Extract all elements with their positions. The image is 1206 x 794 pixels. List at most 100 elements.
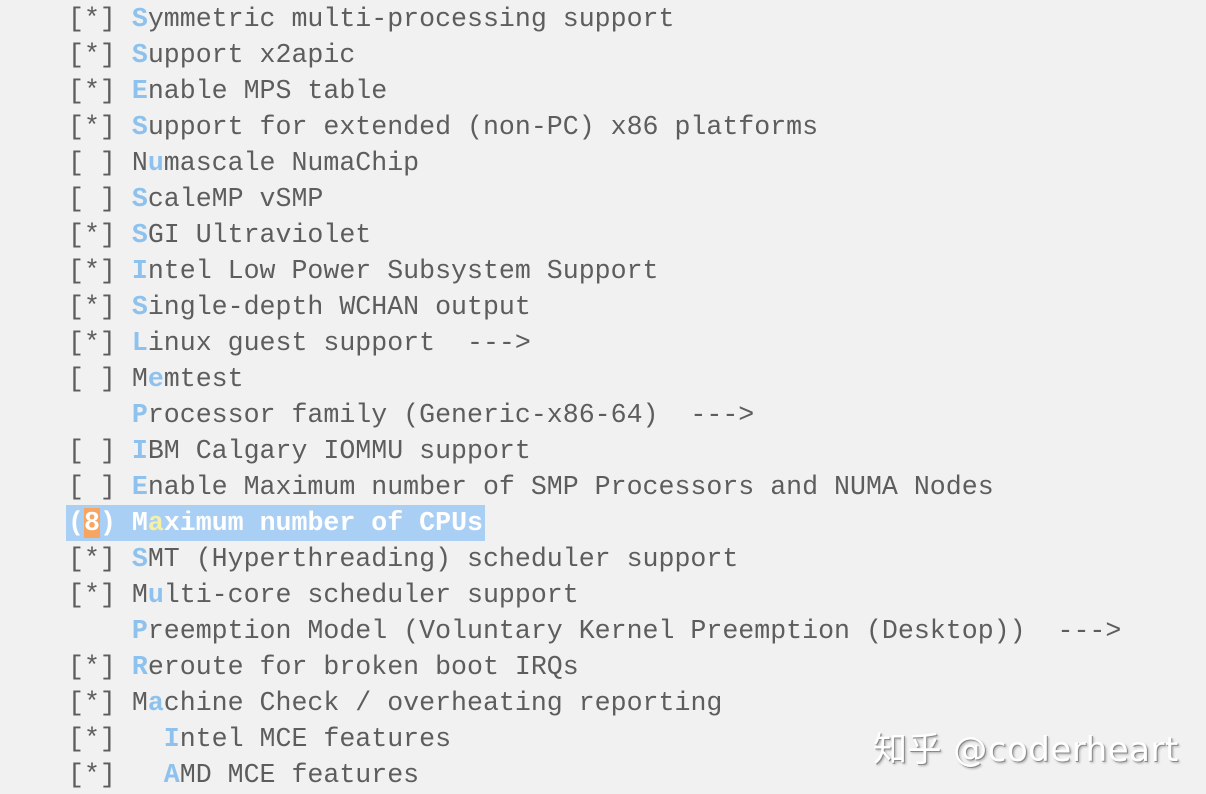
- hotkey: R: [131, 652, 148, 682]
- hotkey: a: [147, 508, 164, 538]
- item-label: ymmetric multi-processing support: [147, 4, 675, 34]
- item-label: chine Check / overheating reporting: [163, 688, 723, 718]
- checkbox[interactable]: [*]: [68, 220, 116, 250]
- hotkey: I: [163, 724, 180, 754]
- indent: [132, 724, 164, 754]
- value-close-paren: ): [99, 508, 116, 538]
- menu-item-memtest[interactable]: [ ] Memtest: [68, 361, 1121, 397]
- menu-item-sgi-ultraviolet[interactable]: [*] SGI Ultraviolet: [68, 217, 1121, 253]
- item-label: GI Ultraviolet: [147, 220, 372, 250]
- menu-item-multi-core-scheduler[interactable]: [*] Multi-core scheduler support: [68, 577, 1121, 613]
- item-label: MT (Hyperthreading) scheduler support: [147, 544, 739, 574]
- menu-item-intel-mce[interactable]: [*] Intel MCE features: [68, 721, 1121, 757]
- item-label: upport for extended (non-PC) x86 platfor…: [147, 112, 819, 142]
- hotkey: S: [131, 292, 148, 322]
- item-label: nable MPS table: [147, 76, 388, 106]
- hotkey: A: [163, 760, 180, 790]
- hotkey: a: [147, 688, 164, 718]
- checkbox[interactable]: [*]: [68, 724, 116, 754]
- checkbox[interactable]: [ ]: [68, 148, 116, 178]
- checkbox[interactable]: [ ]: [68, 184, 116, 214]
- no-checkbox-spacer: [68, 400, 116, 430]
- menu-item-reroute-boot-irqs[interactable]: [*] Reroute for broken boot IRQs: [68, 649, 1121, 685]
- item-label-prefix: M: [131, 580, 148, 610]
- checkbox[interactable]: [*]: [68, 688, 116, 718]
- value-open-paren: (: [68, 508, 84, 538]
- hotkey: I: [131, 436, 148, 466]
- menu-item-processor-family[interactable]: Processor family (Generic-x86-64) --->: [68, 397, 1121, 433]
- checkbox[interactable]: [*]: [68, 760, 116, 790]
- item-label: inux guest support --->: [147, 328, 531, 358]
- menu-item-enable-maxsmp[interactable]: [ ] Enable Maximum number of SMP Process…: [68, 469, 1121, 505]
- hotkey: L: [131, 328, 148, 358]
- checkbox[interactable]: [*]: [68, 328, 116, 358]
- hotkey: S: [131, 544, 148, 574]
- checkbox[interactable]: [*]: [68, 544, 116, 574]
- item-label: BM Calgary IOMMU support: [147, 436, 531, 466]
- menu-item-intel-lpss[interactable]: [*] Intel Low Power Subsystem Support: [68, 253, 1121, 289]
- item-label: upport x2apic: [147, 40, 356, 70]
- checkbox[interactable]: [*]: [68, 256, 116, 286]
- item-label: lti-core scheduler support: [163, 580, 579, 610]
- menu-item-ibm-calgary-iommu[interactable]: [ ] IBM Calgary IOMMU support: [68, 433, 1121, 469]
- item-label: reemption Model (Voluntary Kernel Preemp…: [147, 616, 1122, 646]
- menu-item-enable-mps-table[interactable]: [*] Enable MPS table: [68, 73, 1121, 109]
- hotkey: S: [131, 220, 148, 250]
- hotkey: S: [131, 40, 148, 70]
- menu-item-smt-scheduler[interactable]: [*] SMT (Hyperthreading) scheduler suppo…: [68, 541, 1121, 577]
- checkbox[interactable]: [*]: [68, 40, 116, 70]
- checkbox[interactable]: [*]: [68, 652, 116, 682]
- hotkey: u: [147, 148, 164, 178]
- item-label-prefix: N: [131, 148, 148, 178]
- menu-item-numascale-numachip[interactable]: [ ] Numascale NumaChip: [68, 145, 1121, 181]
- menu-item-single-depth-wchan[interactable]: [*] Single-depth WCHAN output: [68, 289, 1121, 325]
- item-label: ximum number of CPUs: [163, 508, 483, 538]
- item-label: ntel Low Power Subsystem Support: [147, 256, 659, 286]
- hotkey: S: [131, 184, 148, 214]
- cpu-count-value-input[interactable]: 8: [83, 508, 100, 538]
- hotkey: E: [131, 76, 148, 106]
- hotkey: S: [131, 4, 148, 34]
- item-label: MD MCE features: [179, 760, 420, 790]
- checkbox[interactable]: [ ]: [68, 472, 116, 502]
- item-label: mascale NumaChip: [163, 148, 420, 178]
- hotkey: E: [131, 472, 148, 502]
- no-checkbox-spacer: [68, 616, 116, 646]
- item-label: caleMP vSMP: [147, 184, 324, 214]
- kernel-config-menu: [*] Symmetric multi-processing support […: [66, 1, 1121, 793]
- menu-item-amd-mce[interactable]: [*] AMD MCE features: [68, 757, 1121, 793]
- menu-item-linux-guest-support[interactable]: [*] Linux guest support --->: [68, 325, 1121, 361]
- checkbox[interactable]: [ ]: [68, 436, 116, 466]
- item-label-prefix: M: [131, 688, 148, 718]
- menu-item-machine-check[interactable]: [*] Machine Check / overheating reportin…: [68, 685, 1121, 721]
- checkbox[interactable]: [ ]: [68, 364, 116, 394]
- hotkey: S: [131, 112, 148, 142]
- item-label-prefix: M: [131, 508, 148, 538]
- checkbox[interactable]: [*]: [68, 4, 116, 34]
- item-label: mtest: [163, 364, 244, 394]
- menu-item-row-wrapper: (8) Maximum number of CPUs: [66, 505, 1121, 541]
- checkbox[interactable]: [*]: [68, 580, 116, 610]
- item-label: eroute for broken boot IRQs: [147, 652, 579, 682]
- checkbox[interactable]: [*]: [68, 76, 116, 106]
- hotkey: u: [147, 580, 164, 610]
- hotkey: P: [131, 400, 148, 430]
- hotkey: I: [131, 256, 148, 286]
- menu-item-scalemp-vsmp[interactable]: [ ] ScaleMP vSMP: [68, 181, 1121, 217]
- watermark: 知乎 @coderheart: [873, 730, 1179, 770]
- item-label: ingle-depth WCHAN output: [147, 292, 531, 322]
- item-label: rocessor family (Generic-x86-64) --->: [147, 400, 755, 430]
- menu-item-preemption-model[interactable]: Preemption Model (Voluntary Kernel Preem…: [68, 613, 1121, 649]
- menu-item-symmetric-multi-processing[interactable]: [*] Symmetric multi-processing support: [68, 1, 1121, 37]
- item-label: ntel MCE features: [179, 724, 452, 754]
- indent: [132, 760, 164, 790]
- item-label-prefix: M: [131, 364, 148, 394]
- hotkey: e: [147, 364, 164, 394]
- item-label: nable Maximum number of SMP Processors a…: [147, 472, 994, 502]
- menu-item-extended-x86-platforms[interactable]: [*] Support for extended (non-PC) x86 pl…: [68, 109, 1121, 145]
- menu-item-maximum-cpus[interactable]: (8) Maximum number of CPUs: [66, 505, 485, 541]
- checkbox[interactable]: [*]: [68, 112, 116, 142]
- menu-item-support-x2apic[interactable]: [*] Support x2apic: [68, 37, 1121, 73]
- checkbox[interactable]: [*]: [68, 292, 116, 322]
- hotkey: P: [131, 616, 148, 646]
